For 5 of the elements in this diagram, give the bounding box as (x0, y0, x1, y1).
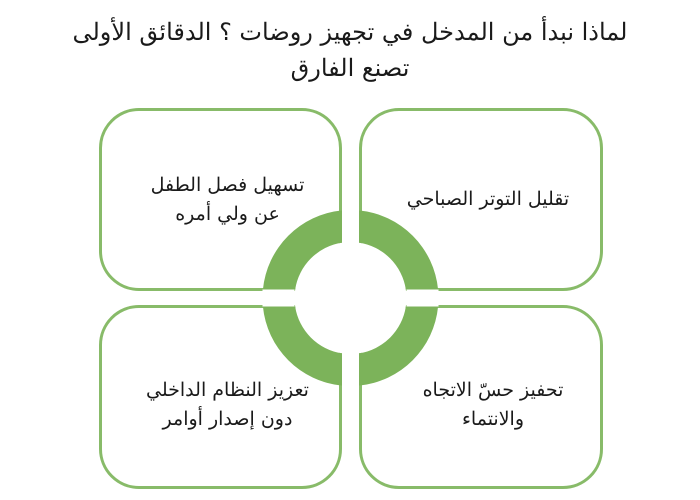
benefit-text: تقليل التوتر الصباحي (406, 187, 570, 212)
benefit-text: تحفيز حسّ الاتجاه والانتماء (422, 378, 564, 432)
benefit-text: تسهيل فصل الطفل عن ولي أمره (150, 172, 306, 227)
benefit-text: تعزيز النظام الداخلي دون إصدار أوامر (145, 378, 310, 432)
diagram-title: لماذا نبدأ من المدخل في تجهيز روضات ؟ الدقائق الأولى تصنع الفارق (71, 15, 628, 84)
